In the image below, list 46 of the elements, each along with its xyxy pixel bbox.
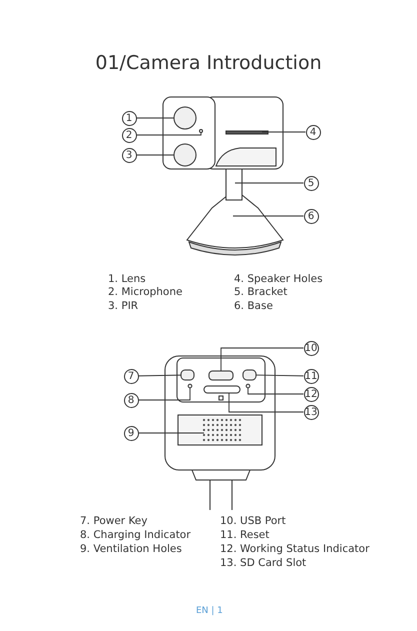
key-button [180, 370, 194, 380]
leader-line [138, 387, 190, 400]
callout-number: 11 [304, 368, 318, 384]
legend-item: 4. Speaker Holes [234, 273, 323, 285]
leader-line [228, 392, 304, 412]
leader-line [138, 374, 182, 376]
legend-item: 8. Charging Indicator [80, 529, 191, 541]
callout-number: 4 [306, 124, 320, 140]
legend-item: 2. Microphone [108, 286, 182, 298]
legend-item: 1. Lens [108, 273, 146, 285]
legend-item: 6. Base [234, 300, 273, 312]
legend-item: 7. Power Key [80, 515, 148, 527]
indicator-light [246, 384, 250, 388]
callout-number: 13 [304, 404, 318, 420]
callout-number: 1 [122, 110, 136, 126]
callout-number: 6 [304, 208, 318, 224]
leader-line [248, 387, 304, 394]
leader-line [136, 154, 174, 156]
title: 01/Camera Introduction [94, 52, 323, 74]
port-slot [208, 370, 234, 380]
legend-item: 9. Ventilation Holes [80, 543, 182, 555]
legend-item: 13. SD Card Slot [220, 557, 306, 569]
leader-line [220, 348, 304, 372]
sensor-circle [174, 144, 196, 166]
legend-item: 5. Bracket [234, 286, 288, 298]
legend-item: 11. Reset [220, 529, 270, 541]
callout-number: 9 [124, 426, 138, 440]
legend-item: 3. PIR [108, 300, 138, 312]
indicator-light [188, 384, 192, 388]
microphone-hole [199, 129, 203, 133]
leader-line [234, 182, 304, 184]
lens-circle [174, 106, 196, 130]
leader-line [136, 132, 202, 136]
key-button [242, 370, 256, 380]
callout-number: 10 [304, 340, 318, 356]
leader-line [256, 374, 304, 376]
callout-number: 12 [304, 386, 318, 402]
callout-number: 7 [124, 368, 138, 384]
callout-number: 5 [304, 176, 318, 190]
callout-number: 8 [124, 392, 138, 408]
callout-number: 3 [122, 148, 136, 162]
callout-number: 2 [122, 128, 136, 142]
leader-line [138, 432, 204, 434]
legend-item: 10. USB Port [220, 515, 286, 527]
page-number: EN | 1 [196, 606, 223, 616]
legend-item: 12. Working Status Indicator [220, 543, 370, 555]
